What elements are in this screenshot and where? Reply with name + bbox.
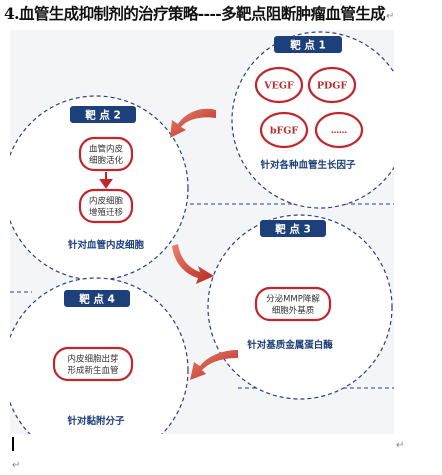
target-2-group: 靶 点 2 血管内皮 细胞活化 内皮细胞 增殖迁移 针对血管内皮细胞 xyxy=(10,95,189,281)
box-endothelial-activation xyxy=(78,136,134,172)
factor-more-pill xyxy=(314,111,364,149)
return-mark: ↵ xyxy=(386,11,394,22)
target-3-badge xyxy=(260,220,326,237)
box-sprouting-line-1: 内皮细胞出芽 xyxy=(67,354,118,365)
text-cursor[interactable] xyxy=(12,437,14,451)
target-4-badge-text: 靶 点 4 xyxy=(79,293,115,306)
target-2-badge xyxy=(70,106,136,123)
target-2-circle xyxy=(10,95,189,281)
factor-pdgf-pill xyxy=(307,66,357,104)
target-3-group: 靶 点 3 分泌MMP降解 细胞外基质 针对基质金属蛋白酶 xyxy=(207,214,393,400)
target-1-badge xyxy=(274,36,342,53)
paragraph-mark: ↵ xyxy=(12,460,21,471)
target-2-caption: 针对血管内皮细胞 xyxy=(68,239,145,251)
target-1-group: 靶 点 1 VEGF PDGF bFGF …… 针对各种血管生长因子 xyxy=(231,31,394,209)
line-end-mark: ↵ xyxy=(396,440,405,451)
box-sprouting-line-2: 形成新生血管 xyxy=(67,365,118,376)
box-endothelial-proliferation xyxy=(78,188,134,224)
down-arrow xyxy=(99,172,113,189)
flow-arrow-2 xyxy=(172,244,214,284)
factor-bfgf: bFGF xyxy=(270,126,299,137)
target-1-badge-text: 靶 点 1 xyxy=(290,39,326,52)
box-mmp-line-2: 细胞外基质 xyxy=(272,305,315,316)
flow-arrow-3 xyxy=(190,350,238,380)
heading-text: 4.血管生成抑制剂的治疗策略----多靶点阻断肿瘤血管生成 xyxy=(4,4,386,23)
target-1-circle xyxy=(231,31,394,209)
box-endothelial-activation-line-1: 血管内皮 xyxy=(89,144,124,155)
factor-more: …… xyxy=(331,126,347,135)
box-endothelial-proliferation-line-2: 增殖迁移 xyxy=(89,207,124,218)
box-mmp-line-1: 分泌MMP降解 xyxy=(266,294,320,305)
flow-arrow-1 xyxy=(170,108,216,138)
target-4-group: 靶 点 4 内皮细胞出芽 形成新生血管 针对黏附分子 xyxy=(10,277,189,434)
factor-vegf: VEGF xyxy=(263,81,294,92)
box-sprouting xyxy=(52,346,134,382)
target-1-caption: 针对各种血管生长因子 xyxy=(260,159,356,171)
box-endothelial-activation-line-2: 细胞活化 xyxy=(89,155,124,166)
target-4-caption: 针对黏附分子 xyxy=(67,415,125,427)
factor-bfgf-pill xyxy=(259,111,309,149)
factor-pdgf: PDGF xyxy=(317,81,347,92)
box-endothelial-proliferation-line-1: 内皮细胞 xyxy=(89,196,124,207)
page-heading: 4.血管生成抑制剂的治疗策略----多靶点阻断肿瘤血管生成↵ xyxy=(4,2,440,24)
factor-vegf-pill xyxy=(254,66,304,104)
target-4-badge xyxy=(64,290,130,307)
box-mmp xyxy=(254,286,332,322)
target-3-caption: 针对基质金属蛋白酶 xyxy=(247,339,333,351)
target-2-badge-text: 靶 点 2 xyxy=(85,109,121,122)
target-3-badge-text: 靶 点 3 xyxy=(275,223,311,236)
angiogenesis-target-diagram: 靶 点 1 VEGF PDGF bFGF …… 针对各种血管生长因子 靶 点 2… xyxy=(10,31,394,434)
